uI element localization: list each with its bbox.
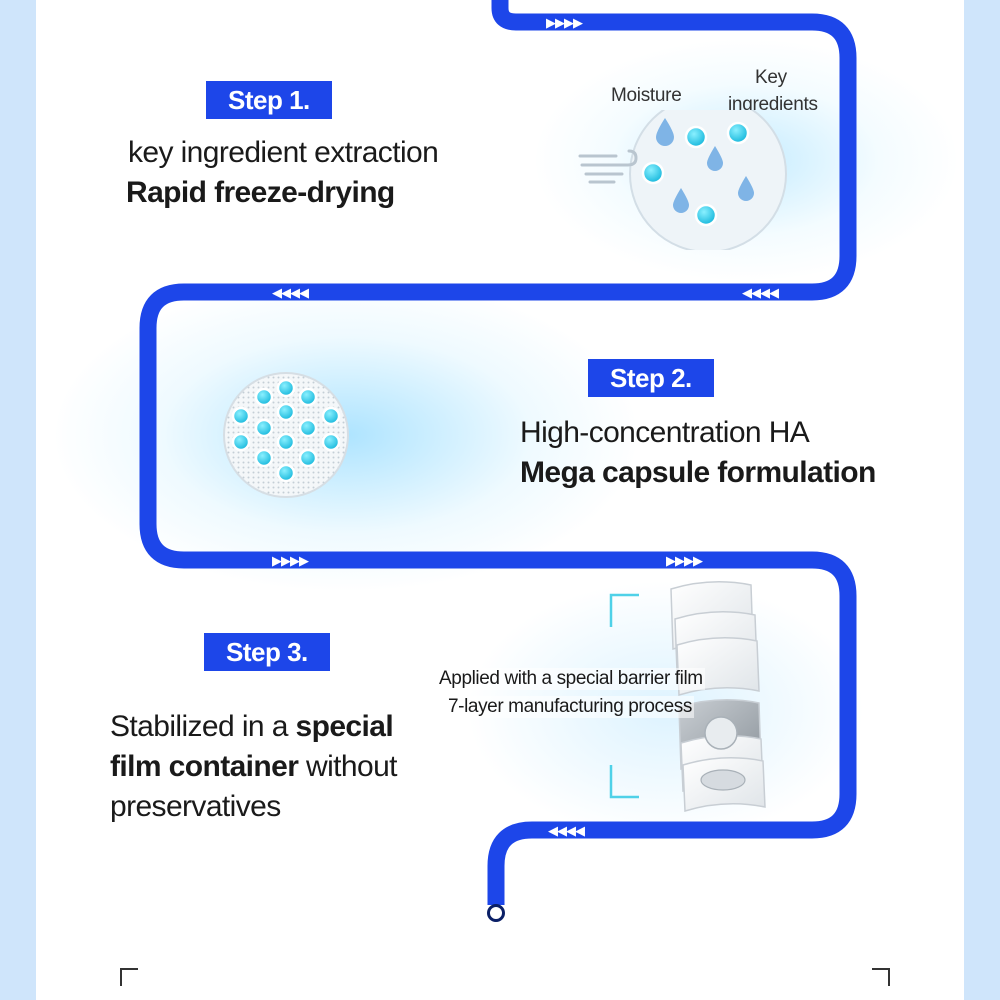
route-arrow-2: ◀◀◀◀ bbox=[272, 286, 309, 301]
step3-badge: Step 3. bbox=[204, 633, 330, 671]
route-arrow-3: ◀◀◀◀ bbox=[742, 286, 779, 301]
label-moisture: Moisture bbox=[611, 85, 682, 106]
film-bracket-icons bbox=[609, 593, 639, 799]
film-label-line2: 7-layer manufacturing process bbox=[446, 696, 694, 718]
route-end-icon bbox=[487, 904, 505, 922]
step2-line1: High-concentration HA bbox=[520, 416, 810, 449]
label-key: Key bbox=[755, 67, 787, 88]
step3-line2: film container without bbox=[110, 747, 398, 787]
corner-bracket-right-icon bbox=[872, 968, 890, 986]
water-drop-icons bbox=[656, 118, 754, 213]
process-route-line: ▶▶▶▶ ◀◀◀◀ ◀◀◀◀ ▶▶▶▶ ▶▶▶▶ ◀◀◀◀ bbox=[139, 0, 857, 922]
corner-bracket-left-icon bbox=[120, 968, 138, 986]
step3-line1: Stabilized in a special bbox=[110, 707, 394, 747]
freeze-dry-circle-icon bbox=[578, 110, 787, 250]
mega-capsule-icon bbox=[223, 372, 349, 498]
ingredient-dot-icons bbox=[641, 121, 750, 227]
step1-line2: Rapid freeze-drying bbox=[126, 176, 395, 209]
step3-text-c: film container bbox=[110, 750, 299, 783]
step2-badge: Step 2. bbox=[588, 359, 714, 397]
route-arrow-1: ▶▶▶▶ bbox=[546, 16, 583, 31]
content-panel: ▶▶▶▶ ◀◀◀◀ ◀◀◀◀ ▶▶▶▶ ▶▶▶▶ ◀◀◀◀ Step 1. ke… bbox=[36, 0, 964, 1000]
capsule-dot-icons bbox=[231, 378, 341, 483]
step3-text-d: without bbox=[298, 750, 397, 783]
step3-line3: preservatives bbox=[110, 787, 281, 827]
route-arrow-4: ▶▶▶▶ bbox=[272, 554, 309, 569]
route-arrow-6: ◀◀◀◀ bbox=[548, 824, 585, 839]
step1-badge: Step 1. bbox=[206, 81, 332, 119]
step3-text-b: special bbox=[295, 710, 394, 743]
wind-icon bbox=[578, 149, 638, 184]
route-arrow-5: ▶▶▶▶ bbox=[666, 554, 703, 569]
step2-line2: Mega capsule formulation bbox=[520, 456, 876, 489]
film-label-line1: Applied with a special barrier film bbox=[437, 668, 705, 690]
step1-line1: key ingredient extraction bbox=[128, 136, 439, 169]
step3-text-e: preservatives bbox=[110, 790, 281, 823]
step3-text-a: Stabilized in a bbox=[110, 710, 296, 743]
